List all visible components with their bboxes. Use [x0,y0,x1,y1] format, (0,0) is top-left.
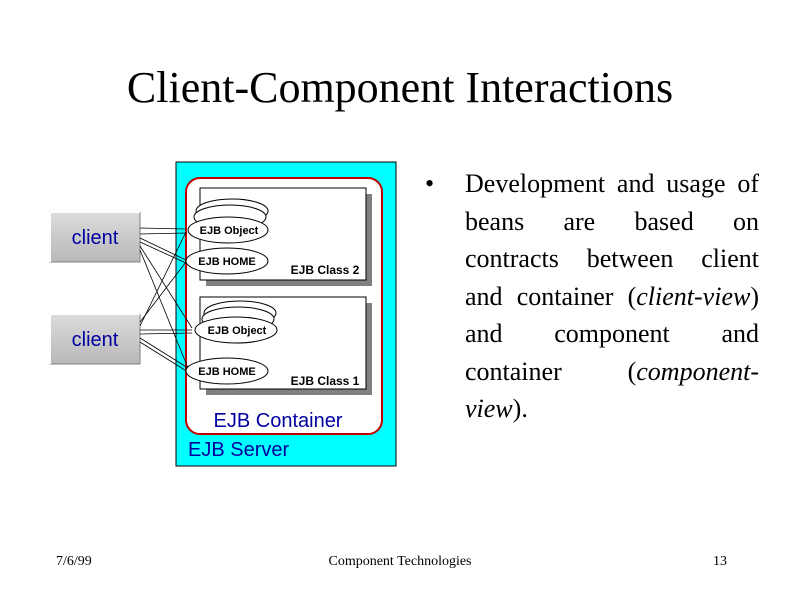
ejb-server-label: EJB Server [188,439,289,461]
bullet-text-part: ). [512,394,528,423]
ejb-class-2-label: EJB Class 2 [291,263,360,277]
ejb-object-1-ellipse [194,316,278,344]
bullet-text-part: ) and component and container ( [465,281,759,386]
slide-title: Client-Component Interactions [126,63,674,112]
client-connection-lines [139,227,193,373]
footer-title: Component Technologies [328,554,472,569]
bullet-text-italic-part: component-view [465,356,759,424]
ejb-object-2-ellipse [187,216,269,244]
ejb-object-2-label: EJB Object [200,225,259,237]
client-box-2 [49,313,141,365]
ejb-object-1-label: EJB Object [208,325,267,337]
footer-date: 7/6/99 [56,554,92,569]
ejb-container-label: EJB Container [214,410,343,432]
client-label-1: client [72,227,119,249]
bullet-text-part: Development and usage of beans are based… [465,169,759,311]
ejb-home-1-label: EJB HOME [198,366,255,378]
bullet-list: • Development and usage of beans are bas… [425,165,759,428]
bullet-text: Development and usage of beans are based… [465,165,759,428]
ejb-home-2-label: EJB HOME [198,256,255,268]
bullet-text-italic-part: client-view [636,281,751,311]
ejb-class-1-label: EJB Class 1 [291,374,360,388]
ejb-home-1-ellipse [185,357,269,385]
bullet-marker: • [425,169,435,198]
ejb-home-2-ellipse [185,247,269,275]
page-number: 13 [713,554,727,569]
client-label-2: client [72,329,119,351]
